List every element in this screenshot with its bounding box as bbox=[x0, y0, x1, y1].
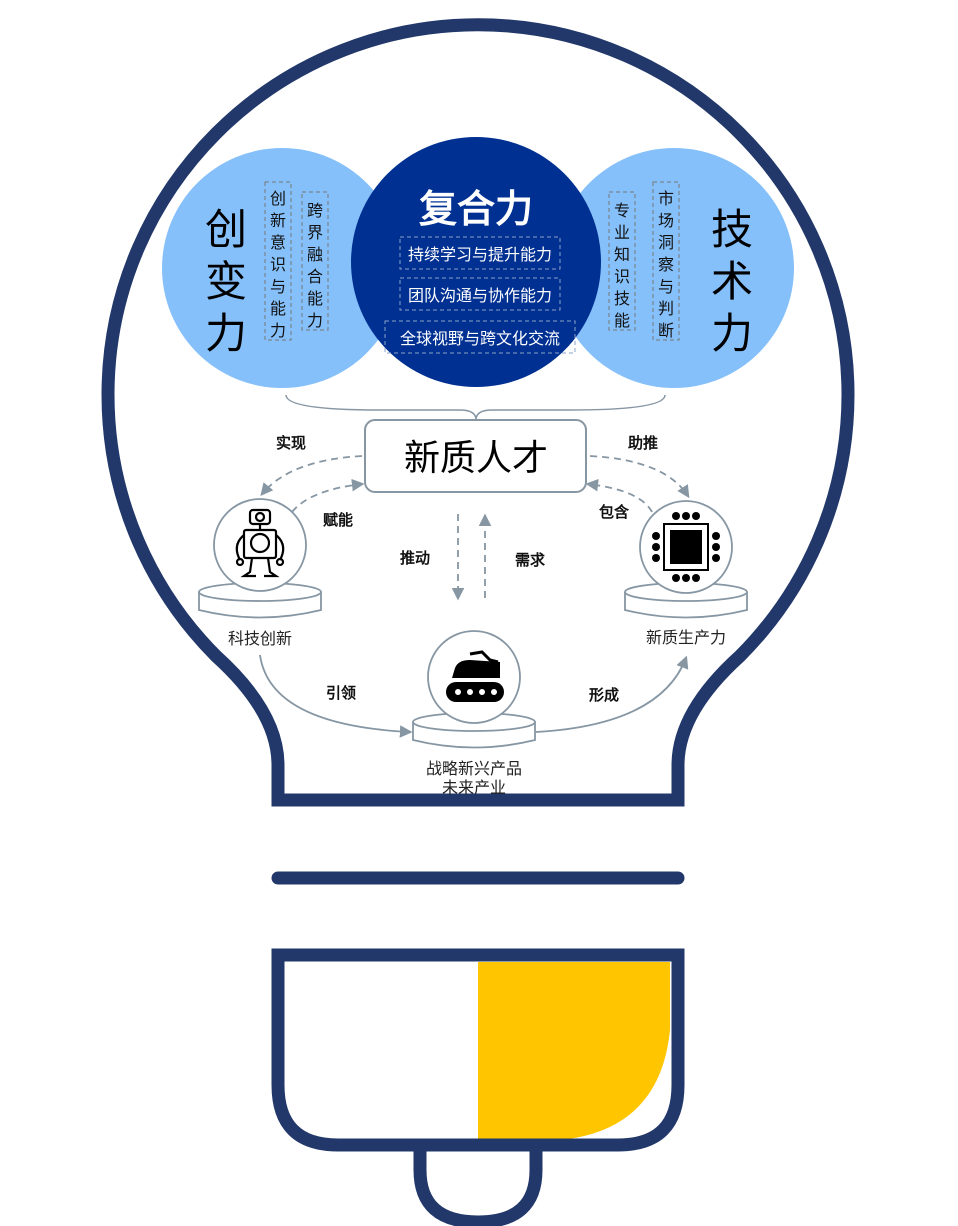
glyph: 洞 bbox=[658, 233, 674, 252]
glyph: 力 bbox=[270, 321, 286, 340]
label-contain: 包含 bbox=[599, 503, 630, 521]
glyph: 专 bbox=[614, 201, 630, 220]
left-circle bbox=[162, 148, 402, 388]
glyph: 意 bbox=[270, 233, 286, 252]
glyph: 创 bbox=[205, 205, 247, 254]
center-circle bbox=[351, 137, 601, 387]
glyph: 识 bbox=[614, 267, 630, 286]
node-label-bottom-2: 未来产业 bbox=[442, 778, 506, 797]
right-circle-title: 技术力 bbox=[711, 205, 753, 358]
label-boost: 助推 bbox=[628, 434, 658, 452]
brace-connector bbox=[285, 394, 666, 421]
node-label-left: 科技创新 bbox=[228, 629, 292, 648]
right-item-box-1 bbox=[608, 191, 636, 331]
center-item-1: 持续学习与提升能力 bbox=[408, 245, 552, 264]
node-label-bottom-1: 战略新兴产品 bbox=[426, 759, 522, 778]
glyph: 跨 bbox=[307, 201, 323, 220]
arrow-boost bbox=[589, 455, 690, 499]
arrow-form bbox=[535, 655, 689, 733]
arrow-empower bbox=[291, 478, 365, 513]
bulb-outline bbox=[101, 18, 855, 807]
center-item-box-1 bbox=[399, 236, 561, 270]
glyph: 技 bbox=[711, 205, 753, 254]
left-circle-title-glyphs: 创变力 bbox=[205, 205, 247, 358]
bulb-base-fill bbox=[478, 962, 670, 1140]
arrow-realize bbox=[260, 455, 363, 496]
glyph: 识 bbox=[270, 255, 286, 274]
glyph: 合 bbox=[307, 267, 323, 286]
glyph: 融 bbox=[307, 245, 323, 264]
glyph: 界 bbox=[307, 223, 323, 242]
label-demand: 需求 bbox=[515, 551, 546, 569]
label-empower: 赋能 bbox=[323, 511, 353, 529]
node-circle-left bbox=[213, 498, 307, 592]
glyph: 能 bbox=[270, 299, 286, 318]
glyph: 能 bbox=[614, 311, 630, 330]
glyph: 知 bbox=[614, 245, 630, 264]
glyph: 业 bbox=[614, 223, 630, 242]
label-form: 形成 bbox=[589, 686, 619, 704]
center-item-2: 团队沟通与协作能力 bbox=[408, 286, 552, 305]
glyph: 能 bbox=[307, 289, 323, 308]
left-item-box-1 bbox=[264, 181, 292, 341]
robot-icon bbox=[235, 508, 285, 578]
glyph: 场 bbox=[658, 211, 674, 230]
glyph: 术 bbox=[711, 257, 753, 306]
rover-icon bbox=[446, 650, 504, 702]
arrow-lead bbox=[259, 654, 413, 738]
center-item-box-2 bbox=[399, 277, 561, 311]
glyph: 新 bbox=[270, 211, 286, 230]
glyph: 察 bbox=[658, 255, 674, 274]
right-item-box-2 bbox=[652, 181, 680, 341]
bulb-tip bbox=[413, 1150, 543, 1226]
glyph: 与 bbox=[658, 277, 674, 296]
label-drive: 推动 bbox=[400, 549, 430, 567]
glyph: 断 bbox=[658, 321, 674, 340]
glyph: 力 bbox=[711, 309, 753, 358]
node-label-right: 新质生产力 bbox=[646, 628, 726, 647]
core-label: 新质人才 bbox=[404, 438, 548, 479]
chip-icon bbox=[652, 512, 720, 582]
glyph: 变 bbox=[205, 257, 247, 306]
bulb-base bbox=[271, 948, 685, 1152]
label-realize: 实现 bbox=[276, 434, 306, 452]
glyph: 力 bbox=[307, 311, 323, 330]
glyph: 判 bbox=[658, 299, 674, 318]
left-item-box-2 bbox=[301, 191, 329, 331]
center-item-box-3 bbox=[384, 320, 576, 354]
right-circle bbox=[554, 148, 794, 388]
glyph: 力 bbox=[205, 309, 247, 358]
arrow-contain bbox=[585, 478, 653, 513]
core-box bbox=[364, 419, 587, 493]
glyph: 与 bbox=[270, 277, 286, 296]
glyph: 市 bbox=[658, 189, 674, 208]
center-item-3: 全球视野与跨文化交流 bbox=[400, 329, 560, 348]
glyph: 技 bbox=[614, 289, 630, 308]
glyph: 创 bbox=[270, 189, 286, 208]
label-lead: 引领 bbox=[326, 684, 356, 702]
center-circle-title: 复合力 bbox=[419, 187, 533, 231]
